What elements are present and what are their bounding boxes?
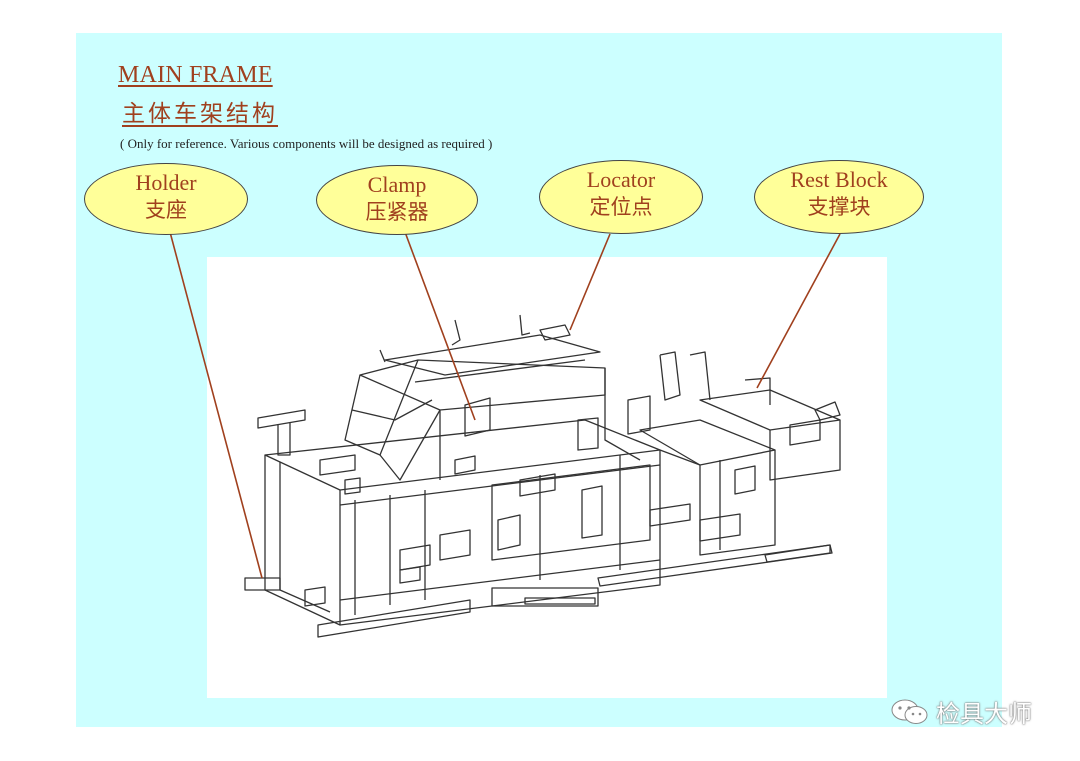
- holder-leader-line: [169, 231, 263, 579]
- center-panel: [491, 464, 651, 561]
- callout-holder-en: Holder: [135, 170, 197, 195]
- callout-rest-block-en: Rest Block: [790, 167, 888, 192]
- locator-leader-line: [569, 233, 611, 331]
- callout-locator-zh: 定位点: [589, 195, 653, 219]
- callout-holder: Holder 支座: [84, 163, 248, 235]
- callout-locator: Locator 定位点: [539, 160, 703, 234]
- main-frame-title-zh: 主体车架结构: [122, 101, 278, 127]
- base-plate-center: [491, 587, 599, 607]
- callout-clamp-zh: 压紧器: [365, 200, 429, 224]
- base-foot-left: [244, 577, 281, 591]
- rest-block-leader-line: [756, 233, 841, 389]
- callout-clamp: Clamp 压紧器: [316, 165, 478, 235]
- base-rail-front: [317, 599, 471, 638]
- t-holder-left: [257, 409, 306, 429]
- clamp-leader-line: [404, 231, 476, 421]
- watermark-text: 检具大师: [936, 700, 1032, 728]
- callout-clamp-en: Clamp: [367, 172, 427, 197]
- wechat-icon: [891, 699, 928, 724]
- callout-rest-block-zh: 支撑块: [807, 195, 871, 219]
- watermark: 检具大师: [890, 694, 1032, 729]
- main-frame-title: MAIN FRAME: [118, 62, 273, 88]
- frame-top: [264, 419, 661, 491]
- clamp-bracket: [577, 417, 599, 451]
- base-rail-right: [597, 544, 833, 587]
- top-plate: [384, 334, 601, 376]
- reference-note: ( Only for reference. Various components…: [120, 136, 493, 151]
- callout-locator-en: Locator: [586, 167, 656, 192]
- callout-holder-zh: 支座: [145, 198, 187, 222]
- raised-frame: [359, 359, 606, 411]
- callout-rest-block: Rest Block 支撑块: [754, 160, 924, 234]
